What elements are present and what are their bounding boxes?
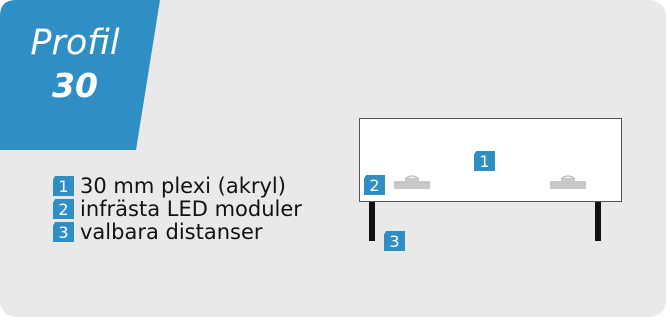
profile-cross-section-diagram: 1 2 3 [356,118,626,251]
profile-title-number: 30 [52,66,98,105]
led-module-icon [394,175,430,189]
profile-title: Profil 30 [0,23,150,105]
legend-number-badge: 2 [53,199,74,219]
legend-item: 1 30 mm plexi (akryl) [53,172,302,200]
profile-title-name: Profil [30,23,120,63]
component-legend: 1 30 mm plexi (akryl) 2 infrästa LED mod… [53,172,302,244]
legend-label: 30 mm plexi (akryl) [80,174,286,198]
diagram-marker-2: 2 [364,175,385,195]
diagram-marker-1: 1 [474,151,495,171]
legend-label: valbara distanser [80,220,263,244]
legend-item: 2 infrästa LED moduler [53,195,302,223]
legend-number-badge: 1 [53,176,74,196]
led-module-icon [550,175,586,189]
diagram-marker-3: 3 [384,231,405,251]
standoff-right [595,202,601,241]
legend-item: 3 valbara distanser [53,218,302,246]
title-badge-shape [0,0,160,150]
profile-title-badge: Profil 30 [0,0,165,152]
standoff-left [369,202,375,241]
legend-number-badge: 3 [53,222,74,242]
legend-label: infrästa LED moduler [80,197,302,221]
